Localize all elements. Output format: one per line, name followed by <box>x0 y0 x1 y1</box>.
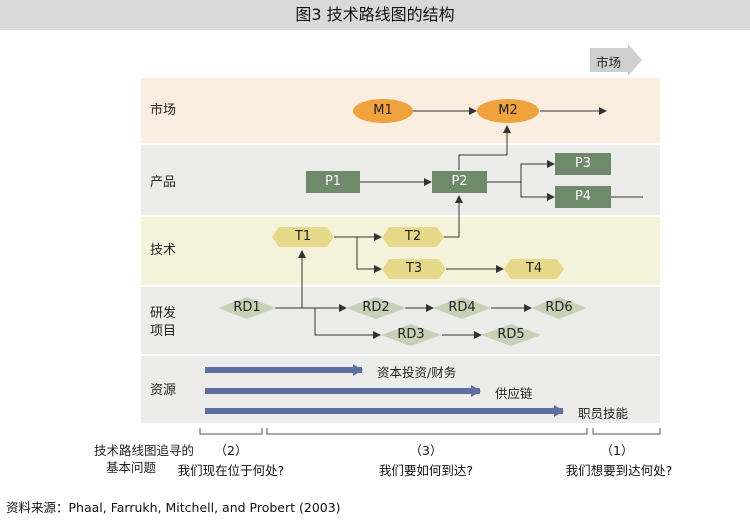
resource-label-capital: 资本投资/财务 <box>377 365 457 380</box>
node-rd3-shape <box>381 324 441 346</box>
node-t1: T1 <box>294 229 312 244</box>
band-label-market: 市场 <box>150 103 177 118</box>
resource-label-staff-skills: 职员技能 <box>578 406 629 421</box>
market-arrow-label: 市场 <box>596 55 622 70</box>
node-rd5: RD5 <box>497 327 525 342</box>
resource-label-supply-chain: 供应链 <box>495 386 533 401</box>
question-2-text: 我们现在位于何处? <box>177 463 285 478</box>
node-p1: P1 <box>324 174 342 189</box>
question-1-text: 我们想要到达何处? <box>565 463 673 478</box>
node-rd6-shape <box>531 297 587 319</box>
figure-title: 图3 技术路线图的结构 <box>295 5 455 24</box>
node-t2-shape <box>382 227 444 247</box>
node-rd5-shape <box>481 324 541 346</box>
band-label-rnd-line2: 项目 <box>150 324 177 339</box>
node-t1-shape <box>272 227 334 247</box>
question-1-number: （1） <box>600 443 634 458</box>
node-p3: P3 <box>574 156 592 171</box>
resource-arrows <box>205 364 564 417</box>
node-m2-shape <box>477 99 539 123</box>
rnd-band <box>141 287 660 354</box>
rnd-connectors <box>275 304 532 339</box>
node-t2: T2 <box>404 229 422 244</box>
source-note: 资料来源：Phaal, Farrukh, Mitchell, and Probe… <box>6 500 341 515</box>
band-label-product: 产品 <box>150 175 177 190</box>
technology-connectors <box>298 233 504 308</box>
question-2-number: （2） <box>214 443 248 458</box>
band-label-rnd-line1: 研发 <box>150 306 177 321</box>
node-p2: P2 <box>451 174 468 189</box>
band-label-technology: 技术 <box>150 243 177 258</box>
node-rd1-shape <box>218 297 276 319</box>
node-m2: M2 <box>498 103 518 118</box>
node-rd2-shape <box>346 297 406 319</box>
node-m1: M1 <box>373 103 393 118</box>
node-p3-shape <box>555 153 611 175</box>
title-bar <box>0 0 750 30</box>
band-label-resources: 资源 <box>150 383 177 398</box>
market-direction-arrow <box>590 44 642 76</box>
questions-heading-line2: 基本问题 <box>105 460 156 475</box>
node-m1-shape <box>353 99 413 123</box>
question-braces <box>199 428 661 435</box>
node-p1-shape <box>306 171 360 193</box>
node-t3: T3 <box>405 261 423 276</box>
node-p4: P4 <box>574 189 592 204</box>
node-rd1: RD1 <box>233 300 261 315</box>
node-p4-shape <box>555 186 611 208</box>
market-connectors <box>413 107 607 170</box>
node-t4-shape <box>504 259 564 279</box>
node-p2-shape <box>432 171 487 193</box>
questions-heading-line1: 技术路线图追寻的 <box>93 443 194 458</box>
node-rd3: RD3 <box>397 327 425 342</box>
node-rd4-shape <box>433 297 491 319</box>
node-rd6: RD6 <box>545 300 573 315</box>
node-rd2: RD2 <box>362 300 390 315</box>
question-3-number: （3） <box>409 443 443 458</box>
node-rd4: RD4 <box>448 300 476 315</box>
question-3-text: 我们要如何到达? <box>378 463 474 478</box>
node-t4: T4 <box>525 261 543 276</box>
node-t3-shape <box>382 259 446 279</box>
